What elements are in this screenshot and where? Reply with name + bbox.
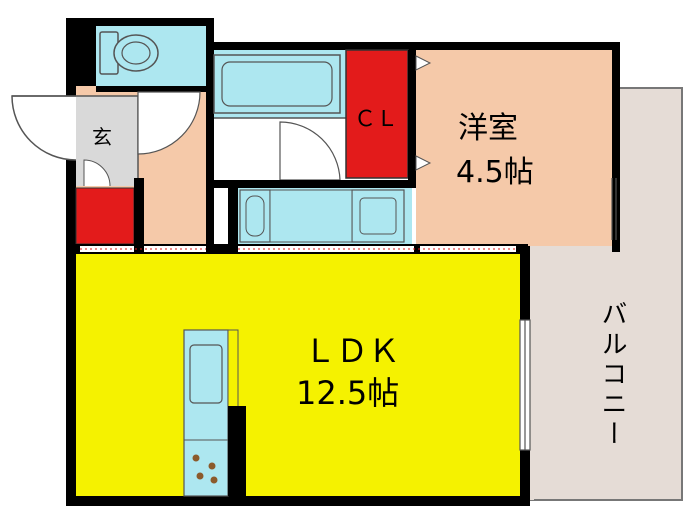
ldk-name: ＬＤＫ <box>304 332 400 370</box>
hallway-door-icon <box>137 91 201 155</box>
entrance-door-icon <box>11 95 77 161</box>
washing-machine-icon <box>351 189 405 243</box>
closet <box>345 49 409 179</box>
stove-icon <box>192 454 218 484</box>
western-room-window <box>611 178 617 240</box>
closet-label: ＣＬ <box>354 107 398 132</box>
western-room-size: 4.5帖 <box>456 155 534 190</box>
shoe-storage <box>75 187 135 245</box>
balcony-label: バルコニー <box>597 300 627 450</box>
washbasin-icon <box>239 189 271 243</box>
ldk-room <box>76 254 520 496</box>
toilet-icon <box>99 31 159 75</box>
western-room <box>416 50 612 246</box>
sink-icon <box>189 344 223 404</box>
ldk-window <box>519 319 531 451</box>
western-room-name: 洋室 <box>458 111 518 146</box>
bathtub-icon <box>213 54 341 114</box>
ldk-size: 12.5帖 <box>296 374 399 412</box>
closet-door-markers <box>415 55 432 171</box>
entrance-label: 玄 <box>92 125 112 149</box>
